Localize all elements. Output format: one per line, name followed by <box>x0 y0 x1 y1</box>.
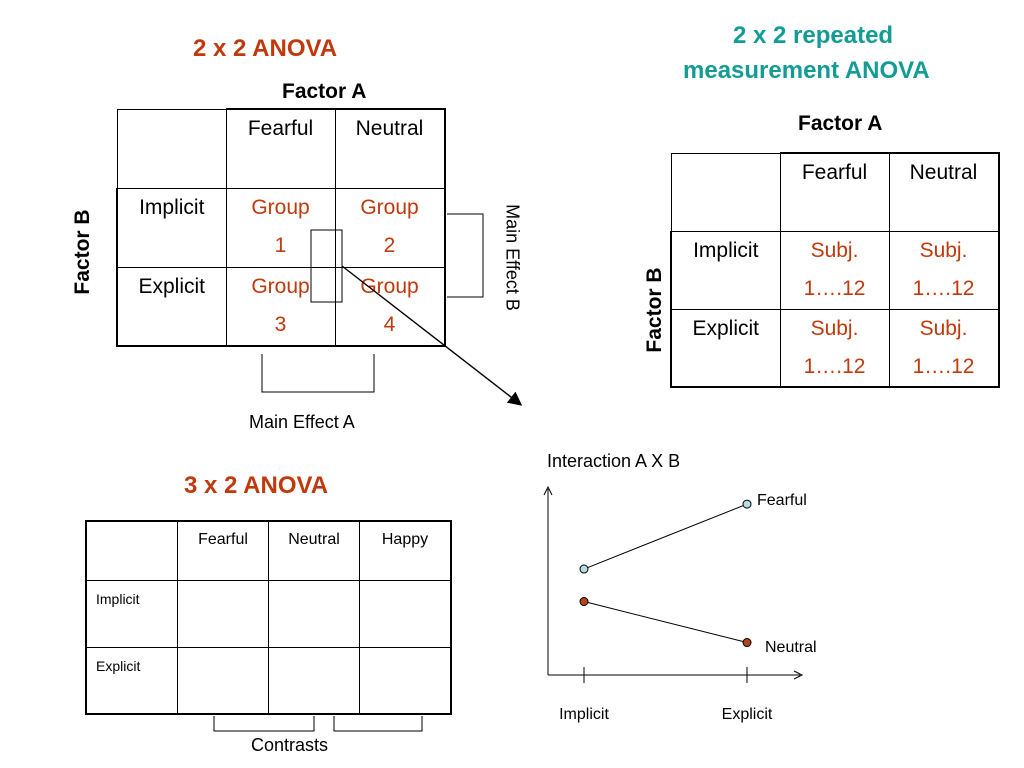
contrast-bracket-right <box>333 716 423 732</box>
anova22-factor-a-label: Factor A <box>282 80 367 103</box>
series-label: Neutral <box>765 638 817 656</box>
x-tick-label: Implicit <box>559 706 609 723</box>
chart-series <box>579 499 752 648</box>
anova22-title: 2 x 2 ANOVA <box>193 35 338 62</box>
contrast-bracket-left <box>213 716 315 732</box>
anova32-cell <box>268 646 360 715</box>
chart-axes <box>543 485 804 683</box>
repeated-table: Fearful Neutral Implicit Subj.1….12 Subj… <box>670 152 1000 388</box>
series-label: Fearful <box>757 492 807 510</box>
contrasts-label: Contrasts <box>251 735 329 755</box>
repeated-col-header: Fearful <box>779 152 890 232</box>
repeated-cell: Subj.1….12 <box>779 230 890 310</box>
series-point <box>579 597 589 607</box>
anova32-title: 3 x 2 ANOVA <box>184 472 329 499</box>
repeated-title-line1: 2 x 2 repeated <box>733 22 894 49</box>
repeated-cell: Subj.1….12 <box>888 308 1000 388</box>
y-axis-arrow <box>543 485 553 496</box>
anova32-col-header: Happy <box>359 520 452 581</box>
repeated-factor-a-label: Factor A <box>798 112 883 135</box>
interaction-chart-title: Interaction A X B <box>547 451 681 471</box>
anova32-table: Fearful Neutral Happy Implicit Explicit <box>85 520 452 715</box>
anova32-cell <box>359 646 452 715</box>
interaction-arrow <box>341 265 523 406</box>
anova32-col-header: Fearful <box>177 520 269 581</box>
repeated-title-line2: measurement ANOVA <box>683 57 930 84</box>
main-effect-b-bracket <box>447 213 484 298</box>
main-effect-a-bracket <box>261 354 375 393</box>
main-effect-a-label: Main Effect A <box>249 412 355 432</box>
anova32-cell <box>359 579 452 648</box>
repeated-cell: Subj.1….12 <box>888 230 1000 310</box>
anova22-col-header: Neutral <box>334 108 446 189</box>
repeated-row-header: Explicit <box>670 308 781 388</box>
repeated-col-header: Neutral <box>888 152 1000 232</box>
series-point <box>742 499 752 509</box>
series-point <box>579 564 589 574</box>
anova32-corner-cell <box>85 520 178 581</box>
anova32-row-header: Explicit <box>85 646 178 715</box>
repeated-cell: Subj.1….12 <box>779 308 890 388</box>
anova32-cell <box>177 579 269 648</box>
anova22-row-header: Explicit <box>116 266 227 347</box>
series-point <box>742 638 752 648</box>
series-line <box>583 503 748 570</box>
x-tick-label: Explicit <box>721 706 773 723</box>
repeated-row-header: Implicit <box>670 230 781 310</box>
anova22-col-header: Fearful <box>225 108 336 189</box>
series-line <box>583 601 748 644</box>
x-axis-arrow <box>793 670 804 680</box>
